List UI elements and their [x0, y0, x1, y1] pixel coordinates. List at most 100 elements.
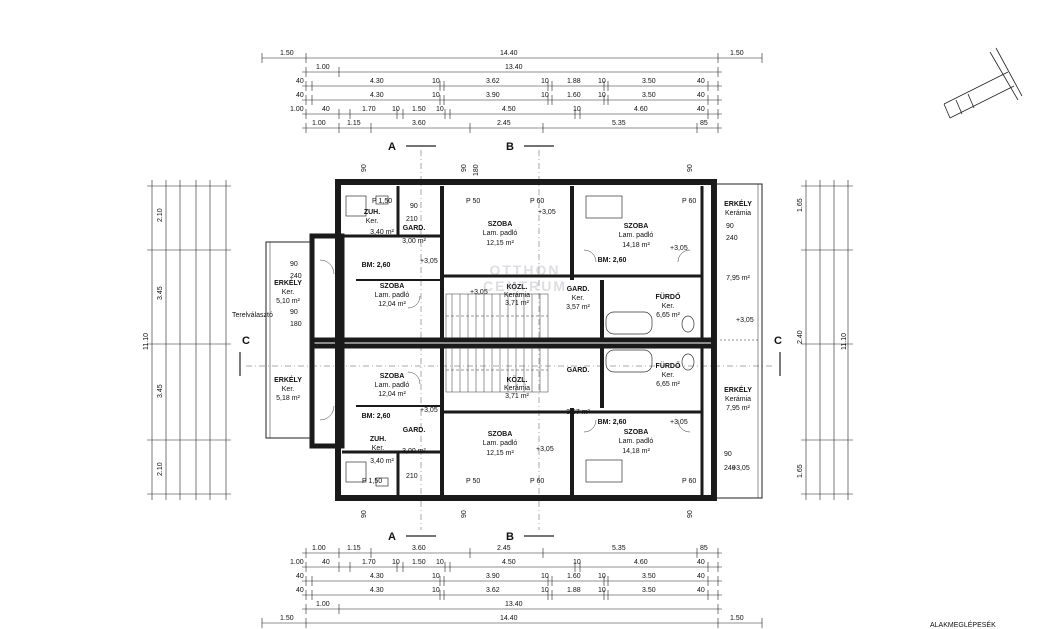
dim-bot-r5-0: 1.00: [316, 601, 330, 608]
dim-top-r1-2: 1.50: [730, 50, 744, 57]
op-dim-6: 90: [724, 451, 732, 458]
dim-bot-r2-1: 40: [322, 559, 330, 566]
top-dimension-chains: [261, 53, 763, 133]
dim-top-r2-0: 1.00: [316, 64, 330, 71]
dim-bot-r4-4: 10: [541, 587, 549, 594]
dim-bot-r5-1: 13.40: [505, 601, 523, 608]
dim-top-r4-4: 10: [541, 92, 549, 99]
dim-bot-r4-6: 10: [598, 587, 606, 594]
dim-bot-r1-4: 5.35: [612, 545, 626, 552]
top-dimension-texts: 1.50 14.40 1.50 1.00 13.40 40 4.30 10 3.…: [280, 50, 744, 127]
dim-top-r1-1: 14.40: [500, 50, 518, 57]
dim-bot-r4-0: 40: [296, 587, 304, 594]
p60-upper-1: P 60: [530, 198, 544, 205]
dim-bot-r2-0: 1.00: [290, 559, 304, 566]
dim-bot-r2-7: 10: [573, 559, 581, 566]
dim-top-r3-8: 40: [697, 78, 705, 85]
level-ur: +3,05: [670, 245, 688, 252]
section-a-top: A: [388, 141, 396, 153]
dim-top-r6-3: 2.45: [497, 120, 511, 127]
sanitary-fixtures: [345, 195, 695, 487]
dim-bot-r2-4: 1.50: [412, 559, 426, 566]
gard-upper-area: 3,00 m²: [402, 238, 426, 245]
kozl-upper-area: 3,71 m²: [505, 300, 529, 307]
kozl-lower-floor: Kerámia: [504, 385, 530, 392]
dim-bot-r6-0: 1.50: [280, 615, 294, 622]
dim-top-r4-6: 10: [598, 92, 606, 99]
furdo-lower-area: 6,65 m²: [656, 381, 680, 388]
dim-top-r4-0: 40: [296, 92, 304, 99]
op-dim-0: 90: [290, 261, 298, 268]
dim-top-r5-1: 40: [322, 106, 330, 113]
dim-top-r3-6: 10: [598, 78, 606, 85]
op-dim-4: 90: [726, 223, 734, 230]
dim-top-r5-2: 1.70: [362, 106, 376, 113]
dim-top-r6-1: 1.15: [347, 120, 361, 127]
erkely-ur-floor: Kerámia: [725, 210, 751, 217]
szoba-lr-floor: Lam. padló: [619, 438, 654, 445]
north-arrow-icon: [943, 47, 1023, 119]
bottom-dimension-texts: 1.00 1.15 3.60 2.45 5.35 85 1.00 40 1.70…: [280, 545, 744, 622]
dim-top-r4-7: 3.50: [642, 92, 656, 99]
dim-bot-r4-2: 10: [432, 587, 440, 594]
szoba-ur-label: SZOBA: [624, 223, 649, 230]
dim-bot-r2-5: 10: [436, 559, 444, 566]
dim-left-2: 11.10: [143, 333, 150, 350]
erkely-ul-area: 5,10 m²: [276, 298, 300, 305]
dim-top-r3-5: 1.88: [567, 78, 581, 85]
section-b-bottom: B: [506, 531, 514, 543]
p50-lower-1: P 50: [466, 478, 480, 485]
section-c-left: C: [242, 335, 250, 347]
gard-mid-upper-area: 3,57 m²: [566, 304, 590, 311]
op-dim-17: 90: [687, 510, 694, 518]
dim-top-r4-3: 3.90: [486, 92, 500, 99]
dim-bot-r3-8: 40: [697, 573, 705, 580]
dim-bot-r2-6: 4.50: [502, 559, 516, 566]
level-ll: +3,05: [420, 407, 438, 414]
op-dim-15: 90: [361, 510, 368, 518]
dim-top-r5-3: 10: [392, 106, 400, 113]
level-lr: +3,05: [670, 419, 688, 426]
dim-bot-r2-8: 4.60: [634, 559, 648, 566]
dim-top-r3-0: 40: [296, 78, 304, 85]
dim-bot-r1-1: 1.15: [347, 545, 361, 552]
dim-top-r6-0: 1.00: [312, 120, 326, 127]
szoba-lr-area: 14,18 m²: [622, 448, 650, 455]
staircase: [445, 293, 549, 393]
balconies: [265, 183, 763, 499]
dim-top-r5-0: 1.00: [290, 106, 304, 113]
bottom-dimension-chains: [261, 548, 763, 628]
erkely-ll-floor: Ker.: [282, 386, 295, 393]
footer-caption: ALAKMEGLÉPESÉK: [930, 620, 996, 629]
op-dim-16: 90: [461, 510, 468, 518]
op-dim-3: 180: [290, 321, 302, 328]
erkely-lr-floor: Kerámia: [725, 396, 751, 403]
section-a-bottom: A: [388, 531, 396, 543]
op-dim-5: 240: [726, 235, 738, 242]
kozl-upper-label: KÖZL.: [507, 282, 528, 291]
dim-bot-r4-8: 40: [697, 587, 705, 594]
szoba-ul-area: 12,15 m²: [486, 240, 514, 247]
level-erkely-lr: +3,05: [732, 465, 750, 472]
op-dim-7: 240: [724, 465, 736, 472]
dim-top-r2-1: 13.40: [505, 64, 523, 71]
dim-left-1: 3.45: [157, 286, 164, 300]
zuh-lower-floor: Ker.: [372, 445, 385, 452]
level-szoba-ul: +3,05: [538, 209, 556, 216]
gard-mid-lower-area: 3,57 m²: [566, 409, 590, 416]
dim-bot-r3-3: 3.90: [486, 573, 500, 580]
dim-right-3: 1.65: [797, 464, 804, 478]
furdo-lower-floor: Ker.: [662, 372, 675, 379]
szoba-ml-floor: Lam. padló: [375, 292, 410, 299]
side-dimension-chains: [147, 180, 853, 500]
szoba-ul-label: SZOBA: [488, 221, 513, 228]
dim-top-r6-5: 85: [700, 120, 708, 127]
dim-bot-r3-4: 10: [541, 573, 549, 580]
furdo-upper-area: 6,65 m²: [656, 312, 680, 319]
dim-top-r5-6: 4.50: [502, 106, 516, 113]
szoba-ll-label: SZOBA: [380, 373, 405, 380]
gard-mid-upper-floor: Ker.: [572, 295, 585, 302]
szoba-lr-label: SZOBA: [624, 429, 649, 436]
dim-bot-r3-2: 10: [432, 573, 440, 580]
